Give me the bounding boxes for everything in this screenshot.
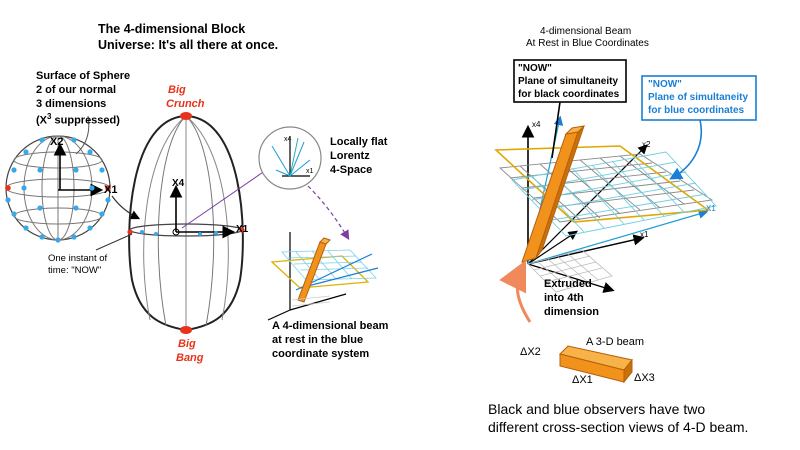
sphere-caption-line2: 2 of our normal: [36, 84, 117, 96]
lorentz-line2: Lorentz: [330, 150, 370, 162]
beam3d-dx2: ΔX2: [520, 346, 541, 358]
conclusion-line2: different cross-section views of 4-D bea…: [488, 419, 749, 435]
beam3d-label: A 3-D beam: [586, 336, 645, 348]
extruded-line3: dimension: [544, 306, 600, 318]
beam3d-dx1: ΔX1: [572, 374, 593, 386]
small-beam-caption-line2: at rest in the blue: [272, 334, 364, 346]
left-title-line2: Universe: It's all there at once.: [98, 38, 279, 52]
lorentz-circle: [258, 126, 322, 190]
sphere-caption-sup: 3: [47, 112, 52, 121]
black-now-line3: for black coordinates: [518, 89, 620, 100]
extruded-line2: into 4th: [544, 292, 584, 304]
blue-now-callout: [641, 75, 757, 180]
blue-now-line2: Plane of simultaneity: [648, 92, 749, 103]
beam3d-dx3: ΔX3: [634, 372, 655, 384]
black-now-line1: "NOW": [518, 63, 552, 74]
small-beam-caption-line3: coordinate system: [272, 348, 370, 360]
lorentz-x4-label: x4: [284, 136, 292, 143]
big-crunch-line1: Big: [168, 84, 186, 96]
beam-3d: [559, 345, 633, 384]
right-title-line1: 4-dimensional Beam: [540, 26, 632, 37]
sphere-caption-line4: (X3 suppressed): [36, 112, 120, 127]
sphere-caption-line1: Surface of Sphere: [36, 70, 131, 82]
axis-x2-label: x2: [642, 140, 651, 149]
instant-line1: One instant of: [48, 253, 108, 264]
sphere-axis-x2: X2: [50, 136, 64, 148]
right-title-line2: At Rest in Blue Coordinates: [526, 38, 649, 49]
axis-x1-label: x1: [640, 230, 649, 239]
black-now-line2: Plane of simultaneity: [518, 76, 619, 87]
extruded-line1: Extruded: [544, 278, 592, 290]
sphere-dots: [5, 137, 111, 243]
sphere-caption-line3: 3 dimensions: [36, 98, 107, 110]
egg-axis-x4: X4: [172, 178, 185, 189]
instant-line2: time: "NOW": [48, 265, 102, 276]
small-beam-caption-line1: A 4-dimensional beam: [272, 320, 389, 332]
egg-axis-x1: X1: [236, 224, 249, 235]
egg-universe: [127, 112, 245, 334]
left-title-line1: The 4-dimensional Block: [98, 22, 246, 36]
lorentz-line1: Locally flat: [330, 136, 388, 148]
sphere: [5, 135, 111, 243]
sphere-caption-suppressed: suppressed): [51, 114, 120, 127]
big-crunch-line2: Crunch: [166, 98, 205, 110]
lorentz-x1-label: x1: [306, 168, 314, 175]
axis-x1-blue-label: X1: [706, 204, 716, 213]
conclusion-line1: Black and blue observers have two: [488, 401, 706, 417]
black-now-callout: [513, 59, 627, 159]
small-beam-diagram: [267, 232, 379, 321]
large-beam-diagram: [494, 115, 717, 323]
sphere-axis-x1: X1: [104, 184, 118, 196]
sphere-caption-x: (X: [36, 114, 47, 127]
big-bang-line2: Bang: [176, 352, 204, 364]
blue-now-line3: for blue coordinates: [648, 105, 745, 116]
lorentz-line3: 4-Space: [330, 164, 373, 176]
axis-x4-label: x4: [532, 120, 541, 129]
blue-now-line1: "NOW": [648, 79, 682, 90]
big-bang-line1: Big: [178, 338, 196, 350]
